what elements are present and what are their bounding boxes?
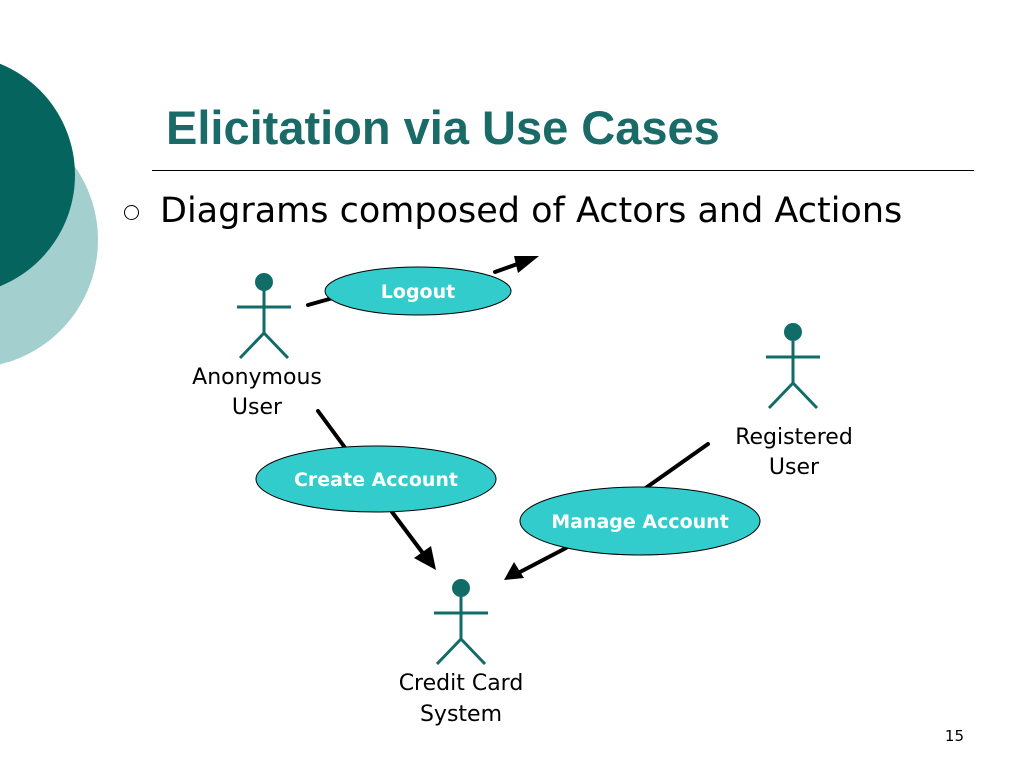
use-case-ellipse bbox=[255, 445, 497, 513]
diagram-edges bbox=[306, 256, 710, 580]
actor-label-credit-card-system-line1: Credit Card bbox=[399, 671, 524, 696]
arrowhead-credit-card-system-right bbox=[504, 562, 524, 580]
use-case-ellipse bbox=[324, 266, 512, 316]
use-case-manage-account[interactable]: Manage Account bbox=[519, 486, 761, 556]
use-case-ellipse bbox=[519, 486, 761, 556]
actor-label-registered-user-line2: User bbox=[769, 455, 820, 480]
actor-label-anonymous-user-line1: Anonymous bbox=[192, 365, 322, 390]
slide-decoration bbox=[0, 63, 98, 365]
hollow-circle-bullet-icon bbox=[124, 205, 139, 220]
actor-head-icon bbox=[255, 273, 273, 291]
actor-credit-card-system[interactable] bbox=[434, 579, 488, 666]
actor-anonymous-user[interactable] bbox=[237, 273, 291, 360]
actor-label-registered-user-line1: Registered bbox=[735, 425, 853, 450]
title-divider bbox=[152, 170, 974, 171]
slide-number: 15 bbox=[944, 727, 964, 745]
arrowhead-credit-card-system-left bbox=[414, 546, 436, 570]
actor-label-credit-card-system-line2: System bbox=[420, 702, 502, 727]
actor-label-anonymous-user-line2: User bbox=[232, 395, 283, 420]
use-case-label-create-account: Create Account bbox=[294, 469, 458, 491]
actor-head-icon bbox=[784, 323, 802, 341]
edge-anonymous-user-to-create-account bbox=[316, 409, 348, 451]
actor-registered-user[interactable] bbox=[766, 323, 820, 410]
use-case-label-logout: Logout bbox=[381, 281, 455, 303]
actor-head-icon bbox=[452, 579, 470, 597]
page-title: Elicitation via Use Cases bbox=[166, 101, 720, 154]
edge-registered-user-to-manage-account bbox=[638, 442, 710, 494]
bullet-text: Diagrams composed of Actors and Actions bbox=[160, 191, 903, 231]
use-case-label-manage-account: Manage Account bbox=[551, 511, 729, 533]
edge-manage-account-to-credit-card-system bbox=[518, 546, 568, 574]
use-case-create-account[interactable]: Create Account bbox=[255, 445, 497, 513]
use-case-logout[interactable]: Logout bbox=[324, 266, 512, 316]
edge-create-account-to-credit-card-system bbox=[390, 510, 424, 554]
bullet-item: Diagrams composed of Actors and Actions bbox=[124, 186, 902, 236]
arrowhead-logout bbox=[514, 256, 539, 273]
dark-teal-circle bbox=[0, 63, 75, 287]
